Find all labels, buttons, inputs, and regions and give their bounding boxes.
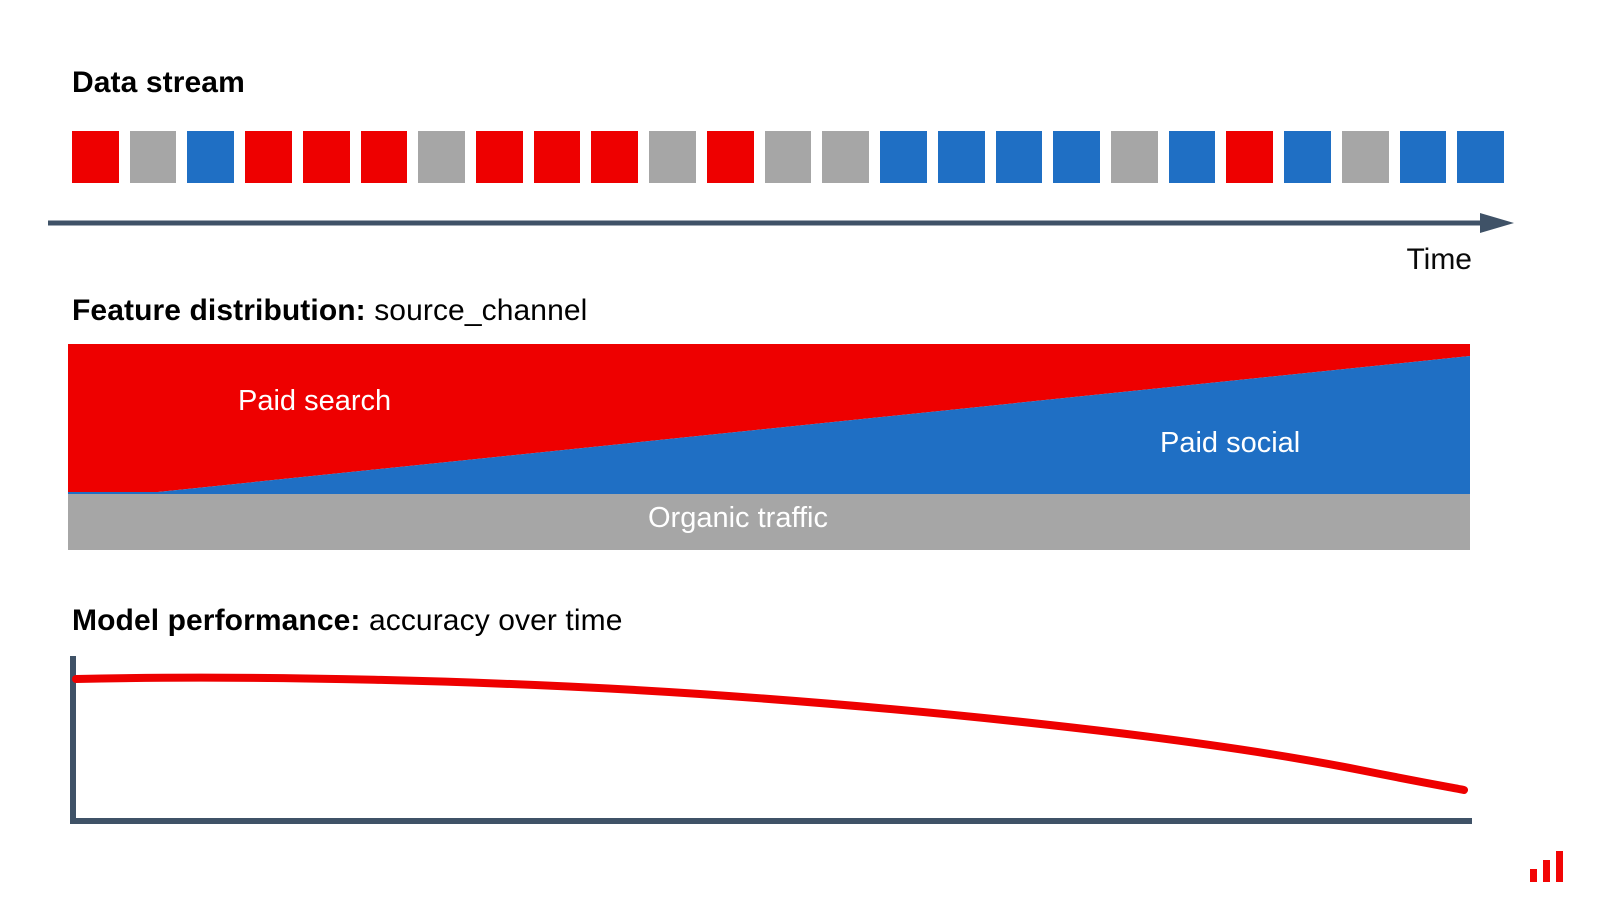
accuracy-curve [72,673,1468,794]
data-stream-cell-red [706,131,754,183]
data-stream-cell-red [1226,131,1274,183]
area-label-organic-traffic: Organic traffic [648,502,828,534]
area-label-paid-social: Paid social [1160,427,1301,459]
data-stream-cell-blue [1457,131,1504,183]
data-stream-cell-red [360,131,408,183]
data-stream-cell-blue [880,131,927,183]
logo-bar-2 [1542,859,1551,883]
data-stream-cell-gray [764,131,812,183]
area-paid-search-body [68,344,1470,492]
data-stream-cell-red [245,131,292,183]
data-stream-cell-blue [995,131,1043,183]
time-axis-label: Time [1406,243,1472,276]
data-stream-cell-blue [1399,131,1447,183]
data-stream-cell-red [302,131,350,183]
logo-bar-3 [1555,850,1564,883]
area-organic-traffic [68,494,1470,550]
data-stream-cell-red [476,131,523,183]
time-axis-arrow [48,210,1518,236]
logo-bar-1 [1529,868,1538,883]
data-stream-cell-gray [822,131,870,183]
area-label-paid-search: Paid search [238,385,392,417]
model-performance-title: Model performance: accuracy over time [72,604,623,638]
area-paid-social [68,356,1470,494]
data-stream-cell-gray [129,131,177,183]
data-stream-cell-blue [1053,131,1100,183]
data-stream-cell-gray [649,131,696,183]
feature-distribution-title-strong: Feature distribution: [72,294,366,327]
feature-distribution-title-light: source_channel [365,294,588,327]
data-stream-cell-gray [1341,131,1389,183]
data-stream-cell-gray [418,131,466,183]
data-stream-cell-blue [1168,131,1216,183]
accuracy-line-chart [60,650,1480,830]
data-stream-cell-red [72,131,119,183]
data-stream-cell-blue [1284,131,1331,183]
data-stream-sequence [72,131,1504,183]
model-performance-title-light: accuracy over time [360,604,623,637]
data-stream-title-text: Data stream [72,66,245,99]
data-stream-cell-gray [1110,131,1158,183]
feature-distribution-area-chart [68,344,1470,550]
brand-bar-chart-logo [1529,849,1569,883]
data-stream-cell-blue [937,131,985,183]
data-stream-title: Data stream [72,66,245,100]
feature-distribution-title: Feature distribution: source_channel [72,294,587,328]
data-stream-cell-red [591,131,639,183]
data-stream-cell-red [533,131,581,183]
model-performance-title-strong: Model performance: [72,604,361,637]
data-stream-cell-blue [187,131,235,183]
